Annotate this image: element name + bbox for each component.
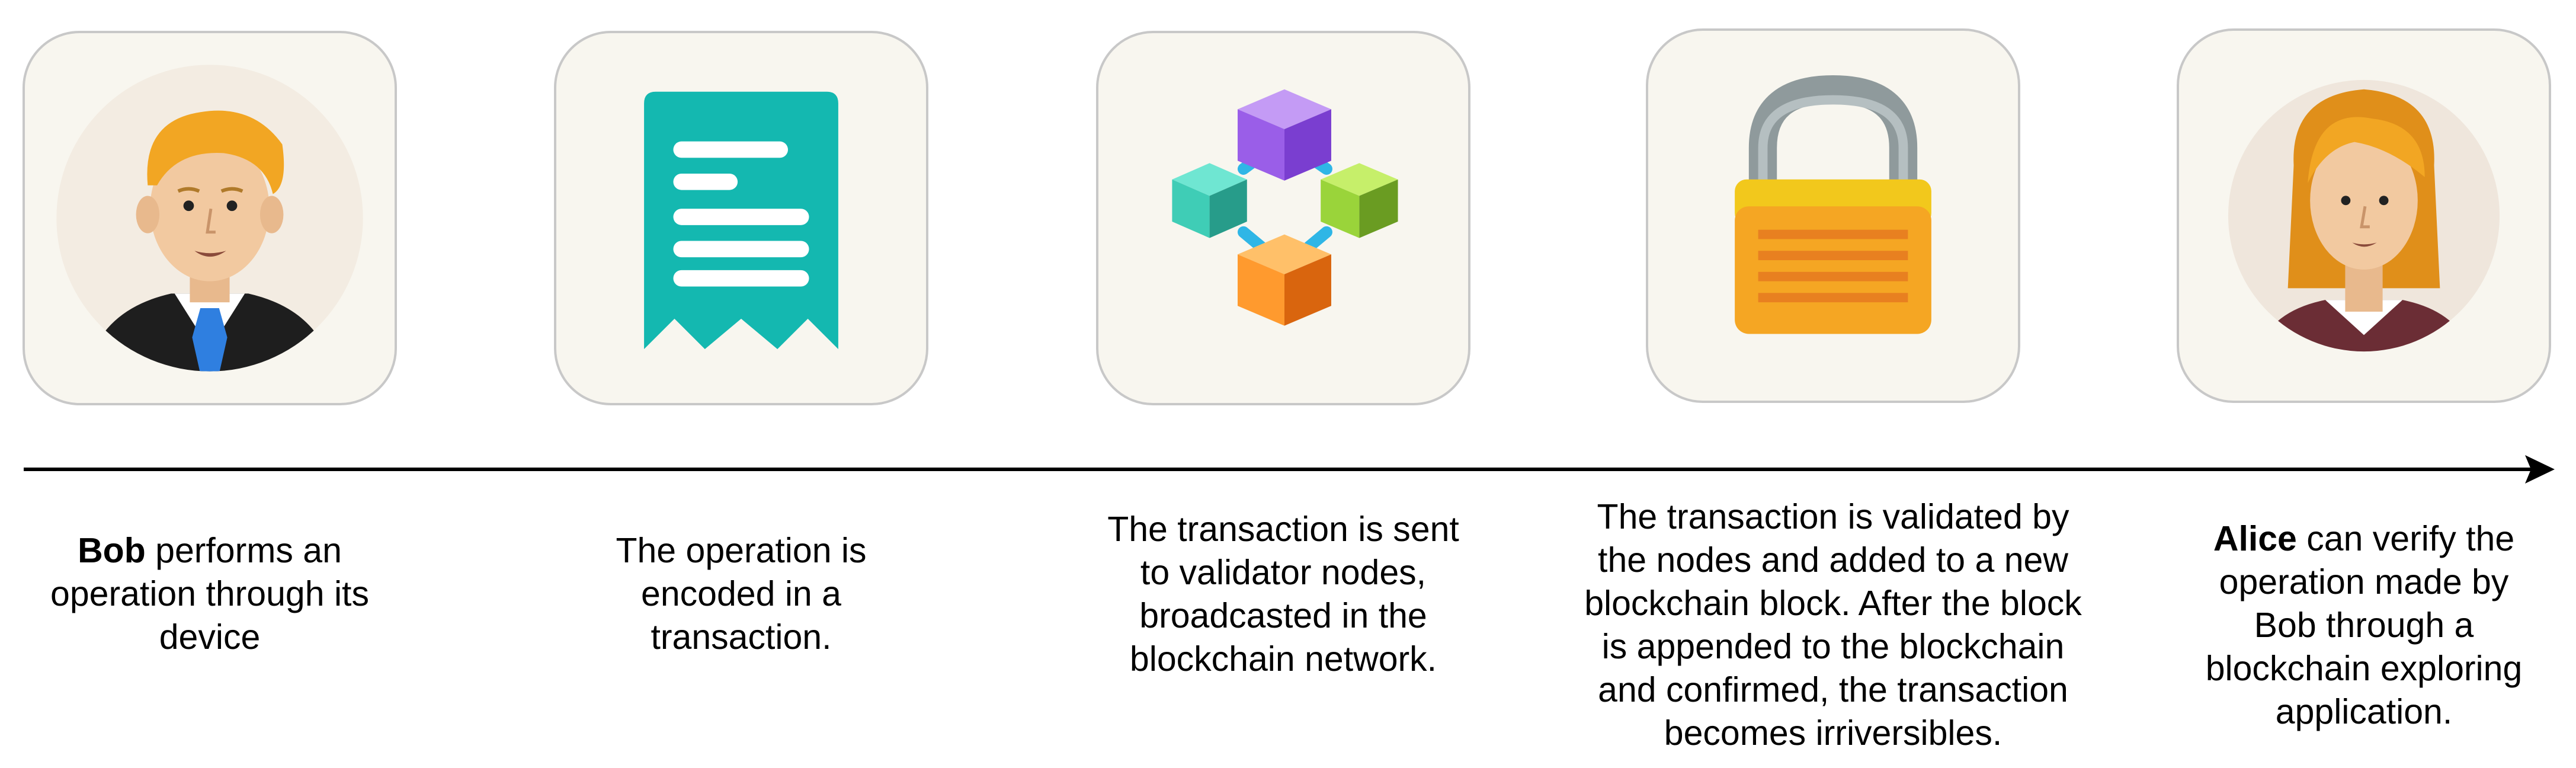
card-blockchain-network — [1096, 31, 1470, 405]
caption-step-2: The operation is encoded in a transactio… — [451, 529, 1031, 659]
card-alice — [2177, 28, 2551, 403]
caption-step-1: Bob performs an operation through its de… — [0, 529, 500, 659]
caption-step-1-name: Bob — [78, 531, 146, 570]
receipt-icon — [644, 91, 838, 350]
caption-step-4: The transaction is validated by the node… — [1543, 495, 2123, 755]
caption-step-2-text: The operation is encoded in a transactio… — [616, 531, 867, 657]
card-transaction — [554, 31, 928, 405]
caption-step-5: Alice can verify the operation made by B… — [2074, 517, 2576, 734]
caption-step-4-text: The transaction is validated by the node… — [1584, 497, 2082, 753]
caption-step-5-name: Alice — [2213, 519, 2297, 558]
caption-step-5-text: can verify the operation made by Bob thr… — [2205, 519, 2523, 731]
blockchain-cubes-icon — [1172, 89, 1398, 326]
caption-step-1-text: performs an operation through its device — [50, 531, 369, 657]
man-avatar-icon — [56, 65, 363, 372]
card-bob — [23, 31, 397, 405]
caption-step-3-text: The transaction is sent to validator nod… — [1107, 510, 1459, 679]
caption-step-3: The transaction is sent to validator nod… — [993, 508, 1574, 681]
padlock-icon — [1735, 75, 1931, 334]
woman-avatar-icon — [2228, 79, 2500, 352]
card-validation — [1646, 28, 2020, 403]
